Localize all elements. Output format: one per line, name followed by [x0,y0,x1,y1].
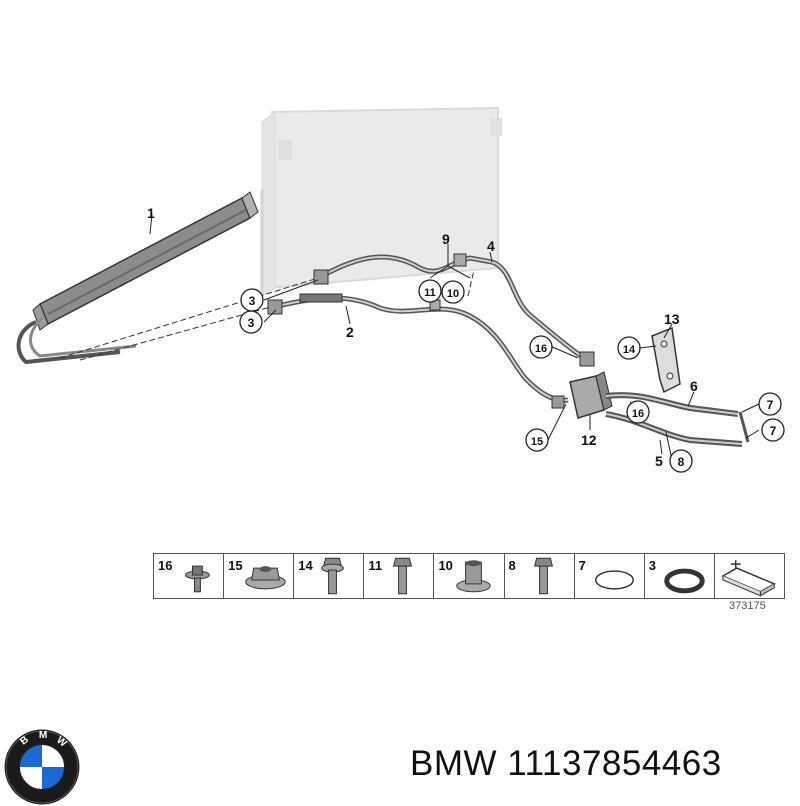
o-ring-icon [594,570,634,590]
callout-14-circle: 14 [617,336,641,360]
part-number-label: 3 [648,558,656,573]
callout-11-circle: 11 [418,279,442,303]
brand-name: BMW [410,744,498,783]
callout-13: 13 [664,311,680,327]
callout-7b: 7 [770,424,777,438]
hex-bolt-icon [533,557,553,595]
callout-8: 8 [678,455,685,469]
exploded-diagram: 1 2 9 4 13 6 12 5 3 3 11 10 16 14 16 7 7 [16,106,785,473]
pipe-6 [605,392,739,417]
pipe-lower [267,293,569,409]
callout-1: 1 [147,205,155,221]
thermostat-block [569,371,613,419]
bracket [651,326,681,394]
callout-6: 6 [690,378,698,394]
callout-14: 14 [623,344,636,356]
bmw-logo: B M W [4,729,80,805]
callout-16b: 16 [632,408,644,420]
brand-part-number: BMW 11137854463 [410,744,722,784]
parts-strip: 16 15 14 11 10 [153,553,785,599]
part-cell-3: 3 [645,554,715,598]
callout-10-circle: 10 [441,280,465,304]
callout-7a: 7 [767,398,774,412]
dashed-lines [59,269,475,361]
part-cell-8: 8 [505,554,575,598]
gasket-ring-icon [664,568,705,594]
pipe-upper [313,253,595,367]
part-cell-14: 14 [294,554,365,598]
callout-15-circle: 15 [525,428,549,452]
callout-9: 9 [442,231,450,247]
callout-15: 15 [531,436,543,448]
svg-text:M: M [39,730,47,741]
callout-16a-circle: 16 [529,335,553,359]
part-number-label: 8 [508,558,516,573]
callout-16b-circle: 16 [626,400,650,424]
callout-7b-circle: 7 [761,418,785,442]
part-cell-kit [715,554,784,598]
hex-nut-flange-icon [245,566,286,590]
part-number: 11137854463 [507,744,722,783]
screw-flange-icon [185,565,210,593]
part-cell-15: 15 [224,554,295,598]
callout-3b: 3 [248,316,255,330]
callout-12: 12 [581,432,597,448]
callout-3a-circle: 3 [240,288,264,312]
part-number-label: 11 [368,558,383,573]
callout-7a-circle: 7 [758,392,782,416]
callout-4: 4 [487,238,495,254]
diagram-code: 373175 [729,600,766,612]
callout-10: 10 [447,288,459,300]
part-number-label: 10 [438,558,453,573]
pipe-5 [605,411,750,447]
hex-bolt-icon [393,557,413,595]
part-cell-10: 10 [434,554,505,598]
radiator-background [260,106,502,297]
hardware-kit-icon [721,560,776,597]
callout-3a: 3 [249,294,256,308]
callout-8-circle: 8 [669,449,693,473]
part-cell-11: 11 [364,554,435,598]
oil-cooler [16,191,259,365]
callout-3b-circle: 3 [239,310,263,334]
part-cell-7: 7 [575,554,645,598]
callout-11: 11 [424,287,436,299]
callout-2: 2 [346,324,354,340]
part-number-label: 15 [228,558,243,573]
part-number-label: 14 [298,558,313,573]
hex-bolt-collar-icon [321,557,345,595]
callout-16a: 16 [535,343,547,355]
part-number-label: 7 [578,558,586,573]
spacer-nut-icon [456,560,492,593]
part-cell-16: 16 [154,554,225,598]
callout-5: 5 [655,453,663,469]
part-number-label: 16 [158,558,173,573]
